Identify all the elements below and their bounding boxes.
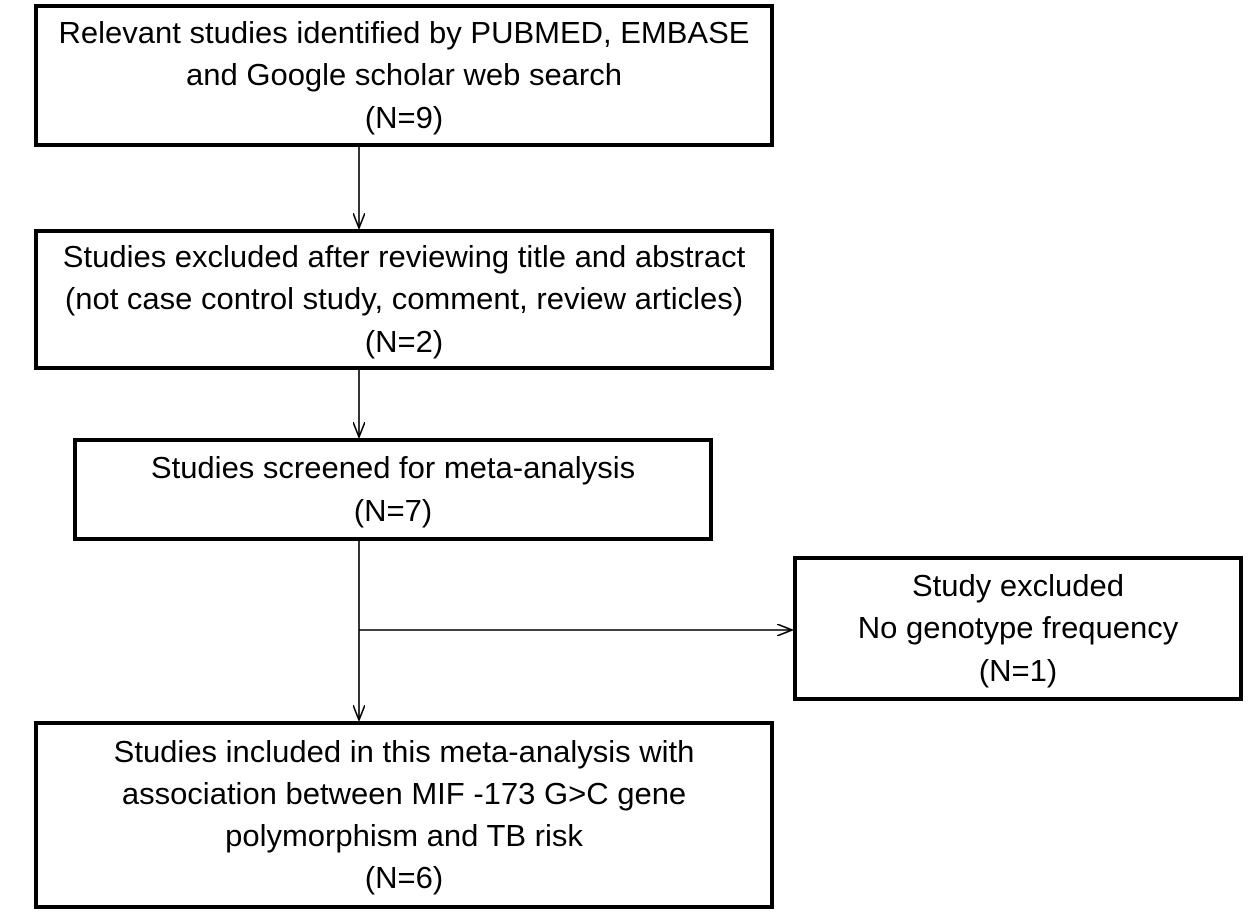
study-excluded-count: (N=1) [978,652,1058,688]
included-studies-line-1: Studies included in this meta-analysis w… [113,733,695,769]
study-excluded-line-2: No genotype frequency [857,610,1179,646]
identified-studies-line-1: Relevant studies identified by PUBMED, E… [58,15,750,51]
excluded-title-abstract-box: Studies excluded after reviewing title a… [34,229,774,370]
excluded-title-abstract-line-2: (not case control study, comment, review… [64,281,744,317]
included-studies-box: Studies included in this meta-analysis w… [34,721,774,909]
identified-studies-count: (N=9) [364,99,444,135]
included-studies-count: (N=6) [364,860,444,896]
included-studies-line-2: association between MIF -173 G>C gene [121,775,687,811]
excluded-title-abstract-count: (N=2) [364,323,444,359]
screened-studies-count: (N=7) [353,492,433,528]
screened-studies-box: Studies screened for meta-analysis (N=7) [73,438,713,541]
included-studies-line-3: polymorphism and TB risk [225,818,583,853]
identified-studies-box: Relevant studies identified by PUBMED, E… [34,4,774,147]
screened-studies-line-1: Studies screened for meta-analysis [150,450,636,486]
excluded-title-abstract-line-1: Studies excluded after reviewing title a… [62,239,746,275]
study-excluded-box: Study excluded No genotype frequency (N=… [793,556,1243,701]
identified-studies-line-2: and Google scholar web search [186,57,622,93]
study-excluded-line-1: Study excluded [912,568,1124,604]
